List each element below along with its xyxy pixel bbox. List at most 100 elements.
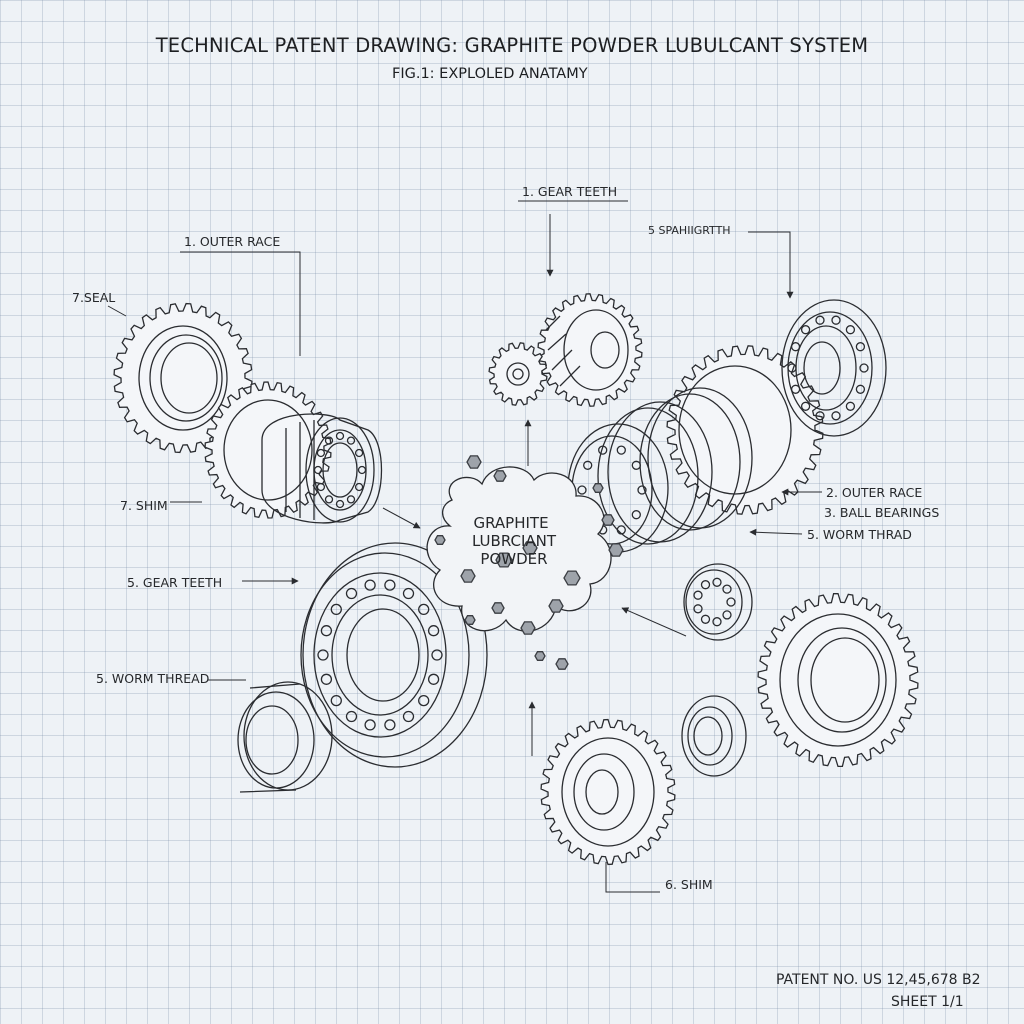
bearing-ball	[815, 315, 825, 325]
gear-stack-right	[666, 345, 824, 515]
bearing-ball	[831, 315, 841, 325]
small-bearing-disc	[683, 563, 753, 641]
callout-spark-top-right: 5 SPAHIIGRTTH	[648, 224, 731, 237]
bearing-ball	[427, 625, 440, 637]
roller-bearing-left	[261, 413, 383, 524]
bearing-ball	[815, 411, 825, 421]
bearing-ball	[431, 649, 443, 661]
bearing-ball	[616, 445, 626, 455]
graphite-particle	[460, 569, 476, 583]
graphite-particle	[466, 455, 482, 469]
bearing-ball	[800, 325, 811, 335]
graphite-particle	[563, 570, 581, 586]
bearing-ball	[316, 482, 326, 492]
leader-lines	[107, 200, 822, 893]
bushing-right	[681, 695, 747, 777]
bearing-ball	[324, 436, 334, 445]
bearing-ball	[845, 325, 856, 335]
bearing-ball	[598, 445, 608, 455]
bearing-ball	[722, 610, 732, 620]
powder-label-line3: POWDER	[480, 550, 547, 568]
bearing-ball	[693, 604, 703, 614]
bearing-ball	[800, 401, 811, 411]
graphite-particle	[608, 543, 624, 557]
graphite-particle	[493, 470, 507, 482]
bearing-ball	[384, 719, 396, 731]
powder-label-line1: GRAPHITE	[473, 514, 548, 532]
graphite-particle	[534, 651, 546, 661]
callout-shim-bottom: 6. SHIM	[665, 877, 713, 892]
bushing-left	[237, 681, 333, 793]
gear-teeth-outline	[757, 592, 919, 768]
callout-gear-teeth-left: 5. GEAR TEETH	[127, 575, 223, 590]
bearing-ball	[346, 436, 356, 445]
graphite-powder-cloud	[426, 466, 612, 632]
bearing-ball	[384, 579, 396, 591]
bearing-ball	[637, 485, 647, 495]
bearing-ball	[346, 495, 356, 504]
bearing-ball	[402, 587, 415, 600]
bearing-ball	[700, 580, 711, 590]
figure-subtitle: FIG.1: EXPLOLED ANATAMY	[392, 66, 588, 82]
bearing-ball	[855, 342, 866, 352]
bearing-ball	[330, 694, 342, 707]
callout-outer-race-right: 2. OUTER RACE	[826, 485, 923, 500]
bearing-ball	[316, 448, 326, 458]
page-title: TECHNICAL PATENT DRAWING: GRAPHITE POWDE…	[155, 34, 869, 57]
graphite-particle	[520, 621, 536, 635]
large-spur-gear-right	[757, 592, 919, 768]
bearing-ball	[364, 579, 376, 591]
gear-teeth-outline	[537, 293, 643, 407]
callout-shim-left: 7. SHIM	[120, 498, 168, 513]
large-bearing-left	[300, 542, 488, 768]
bearing-ball	[357, 465, 367, 475]
graphite-particles	[434, 455, 624, 670]
graphite-particle	[464, 615, 476, 625]
bearing-ball	[418, 603, 430, 616]
bearing-ball	[345, 587, 358, 600]
callout-outer-race-top: 1. OUTER RACE	[184, 234, 281, 249]
powder-label: GRAPHITE LUBRCIANT POWDER	[472, 514, 557, 568]
bearing-ball	[787, 363, 797, 373]
bearing-ball	[855, 384, 866, 394]
bearing-top-right	[781, 299, 887, 437]
seal-gear-top-left	[113, 302, 253, 454]
bearing-ball	[845, 401, 856, 411]
bearing-ball	[320, 673, 333, 685]
graphite-particle	[491, 602, 505, 614]
bearing-ball	[320, 625, 333, 637]
graphite-particle	[495, 552, 513, 568]
powder-label-line2: LUBRCIANT	[472, 532, 557, 550]
pinion-gear-top	[488, 342, 548, 406]
bearing-ball	[354, 448, 364, 458]
sheet-number: SHEET 1/1	[891, 994, 964, 1010]
bearing-ball	[616, 525, 626, 535]
callout-worm-thread-right: 5. WORM THRAD	[807, 527, 912, 542]
bearing-ball	[345, 710, 358, 723]
bearing-ball	[317, 649, 329, 661]
bearing-ball	[427, 673, 440, 685]
graphite-particle	[592, 483, 604, 493]
bearing-ball	[831, 411, 841, 421]
bearing-ball	[712, 577, 722, 587]
bearing-ball	[859, 363, 869, 373]
bearing-ball	[790, 342, 801, 352]
gear-teeth-outline	[488, 342, 548, 406]
bearing-ball	[577, 485, 587, 495]
bearing-ball	[790, 384, 801, 394]
bearing-ball	[631, 510, 641, 520]
spur-gear-bottom	[540, 718, 676, 866]
bearing-ball	[330, 603, 342, 616]
graphite-particle	[601, 514, 615, 526]
bearing-ball	[313, 465, 323, 475]
graphite-particle	[522, 541, 538, 555]
graphite-particle	[548, 599, 564, 613]
patent-number: PATENT NO. US 12,45,678 B2	[776, 972, 981, 988]
bearing-ball	[335, 499, 345, 509]
bearing-ball	[722, 584, 732, 594]
gear-teeth-outline	[666, 345, 824, 515]
bearing-ball	[631, 460, 641, 470]
bearing-ball	[402, 710, 415, 723]
bearing-ball	[364, 719, 376, 731]
